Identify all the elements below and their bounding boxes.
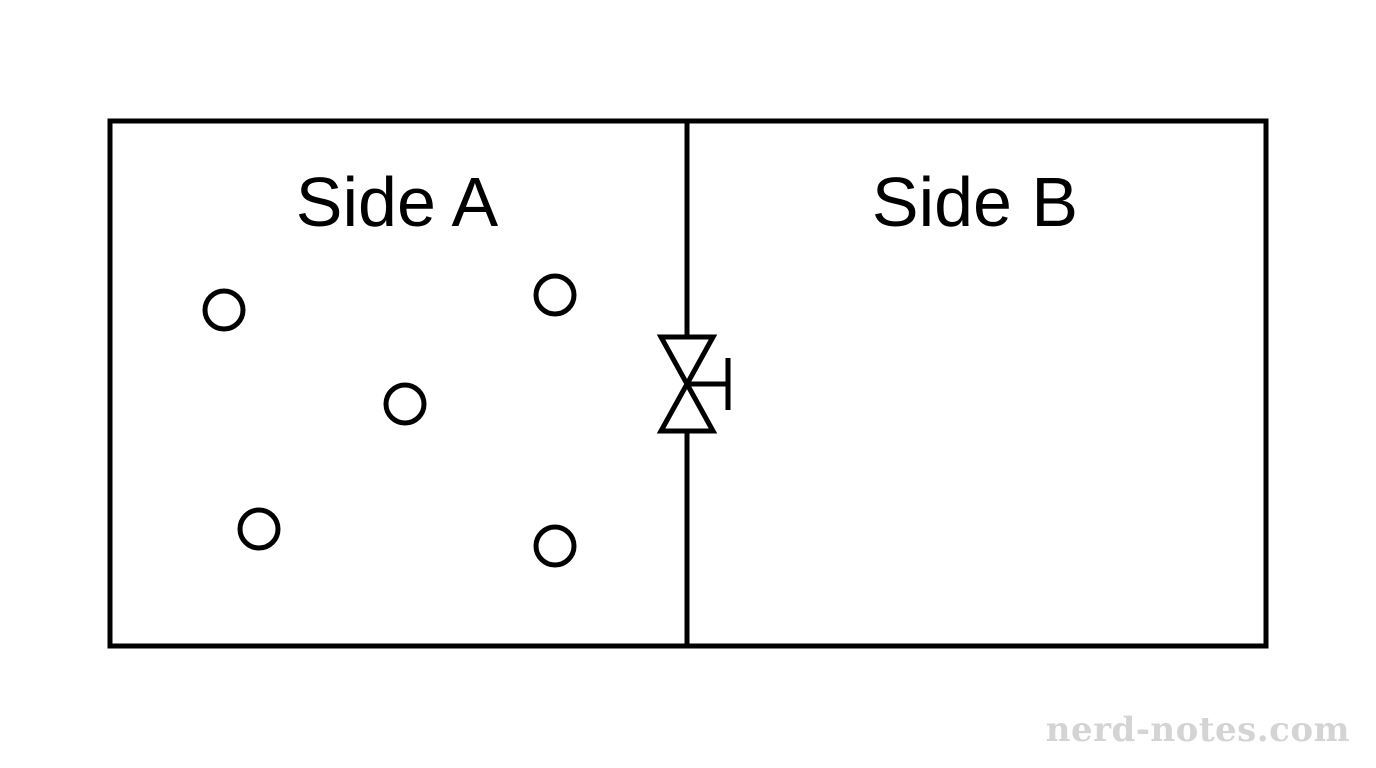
particle [383,382,427,426]
particle [533,273,577,317]
valve-upper-triangle [656,334,718,390]
side-b-label: Side B [872,163,1078,241]
particle [533,524,577,568]
watermark: nerd-notes.com [1045,710,1350,750]
particle [202,288,246,332]
side-a-particles [202,273,577,568]
valve-lower-triangle [656,378,718,434]
valve-icon[interactable] [656,334,731,434]
side-a-label: Side A [296,163,499,241]
particle [237,507,281,551]
